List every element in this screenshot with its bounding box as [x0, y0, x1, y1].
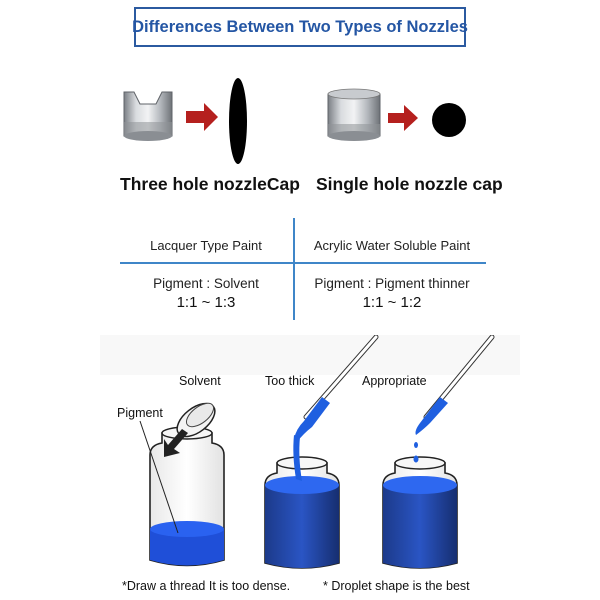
- solvent-label: Solvent: [179, 374, 221, 388]
- acrylic-ratio-value: 1:1 ~ 1:2: [362, 294, 422, 311]
- jar-pigment: [149, 426, 225, 567]
- pigment-label: Pigment: [117, 406, 163, 420]
- arrow-right-icon: [388, 105, 418, 131]
- three-hole-nozzle-icon: [123, 91, 173, 141]
- acrylic-ratio-label: Pigment : Pigment thinner: [314, 276, 470, 291]
- arrow-right-icon: [186, 103, 218, 131]
- page-title: Differences Between Two Types of Nozzles: [132, 17, 468, 36]
- stir-stick-too-thick: [293, 335, 379, 481]
- arrow-down-icon: [164, 429, 188, 457]
- appropriate-label: Appropriate: [362, 374, 427, 388]
- jar-too-thick: [264, 456, 340, 569]
- table-divider-vertical: [293, 218, 295, 320]
- too-thick-label: Too thick: [265, 374, 315, 388]
- too-dense-note: *Draw a thread It is too dense.: [122, 579, 291, 593]
- nozzle-comparison-graphic: [123, 78, 466, 164]
- jar-appropriate: [382, 456, 458, 569]
- paint-mixing-illustration: [100, 335, 520, 569]
- lacquer-paint-header: Lacquer Type Paint: [150, 238, 262, 253]
- lacquer-ratio-value: 1:1 ~ 1:3: [176, 294, 236, 311]
- droplet-best-note: * Droplet shape is the best: [323, 579, 470, 593]
- ellipse-spray-pattern: [229, 78, 247, 164]
- single-hole-nozzle-icon: [327, 88, 381, 141]
- acrylic-paint-header: Acrylic Water Soluble Paint: [313, 238, 471, 253]
- single-hole-nozzle-label: Single hole nozzle cap: [316, 174, 503, 194]
- paint-droplet-icon: [413, 442, 419, 463]
- table-divider-horizontal: [120, 262, 486, 264]
- lacquer-ratio-label: Pigment : Solvent: [153, 276, 259, 291]
- title-box: Differences Between Two Types of Nozzles: [132, 7, 468, 47]
- three-hole-nozzle-label: Three hole nozzleCap: [120, 174, 300, 194]
- stir-stick-appropriate: [415, 335, 495, 435]
- circle-spray-pattern: [432, 103, 466, 137]
